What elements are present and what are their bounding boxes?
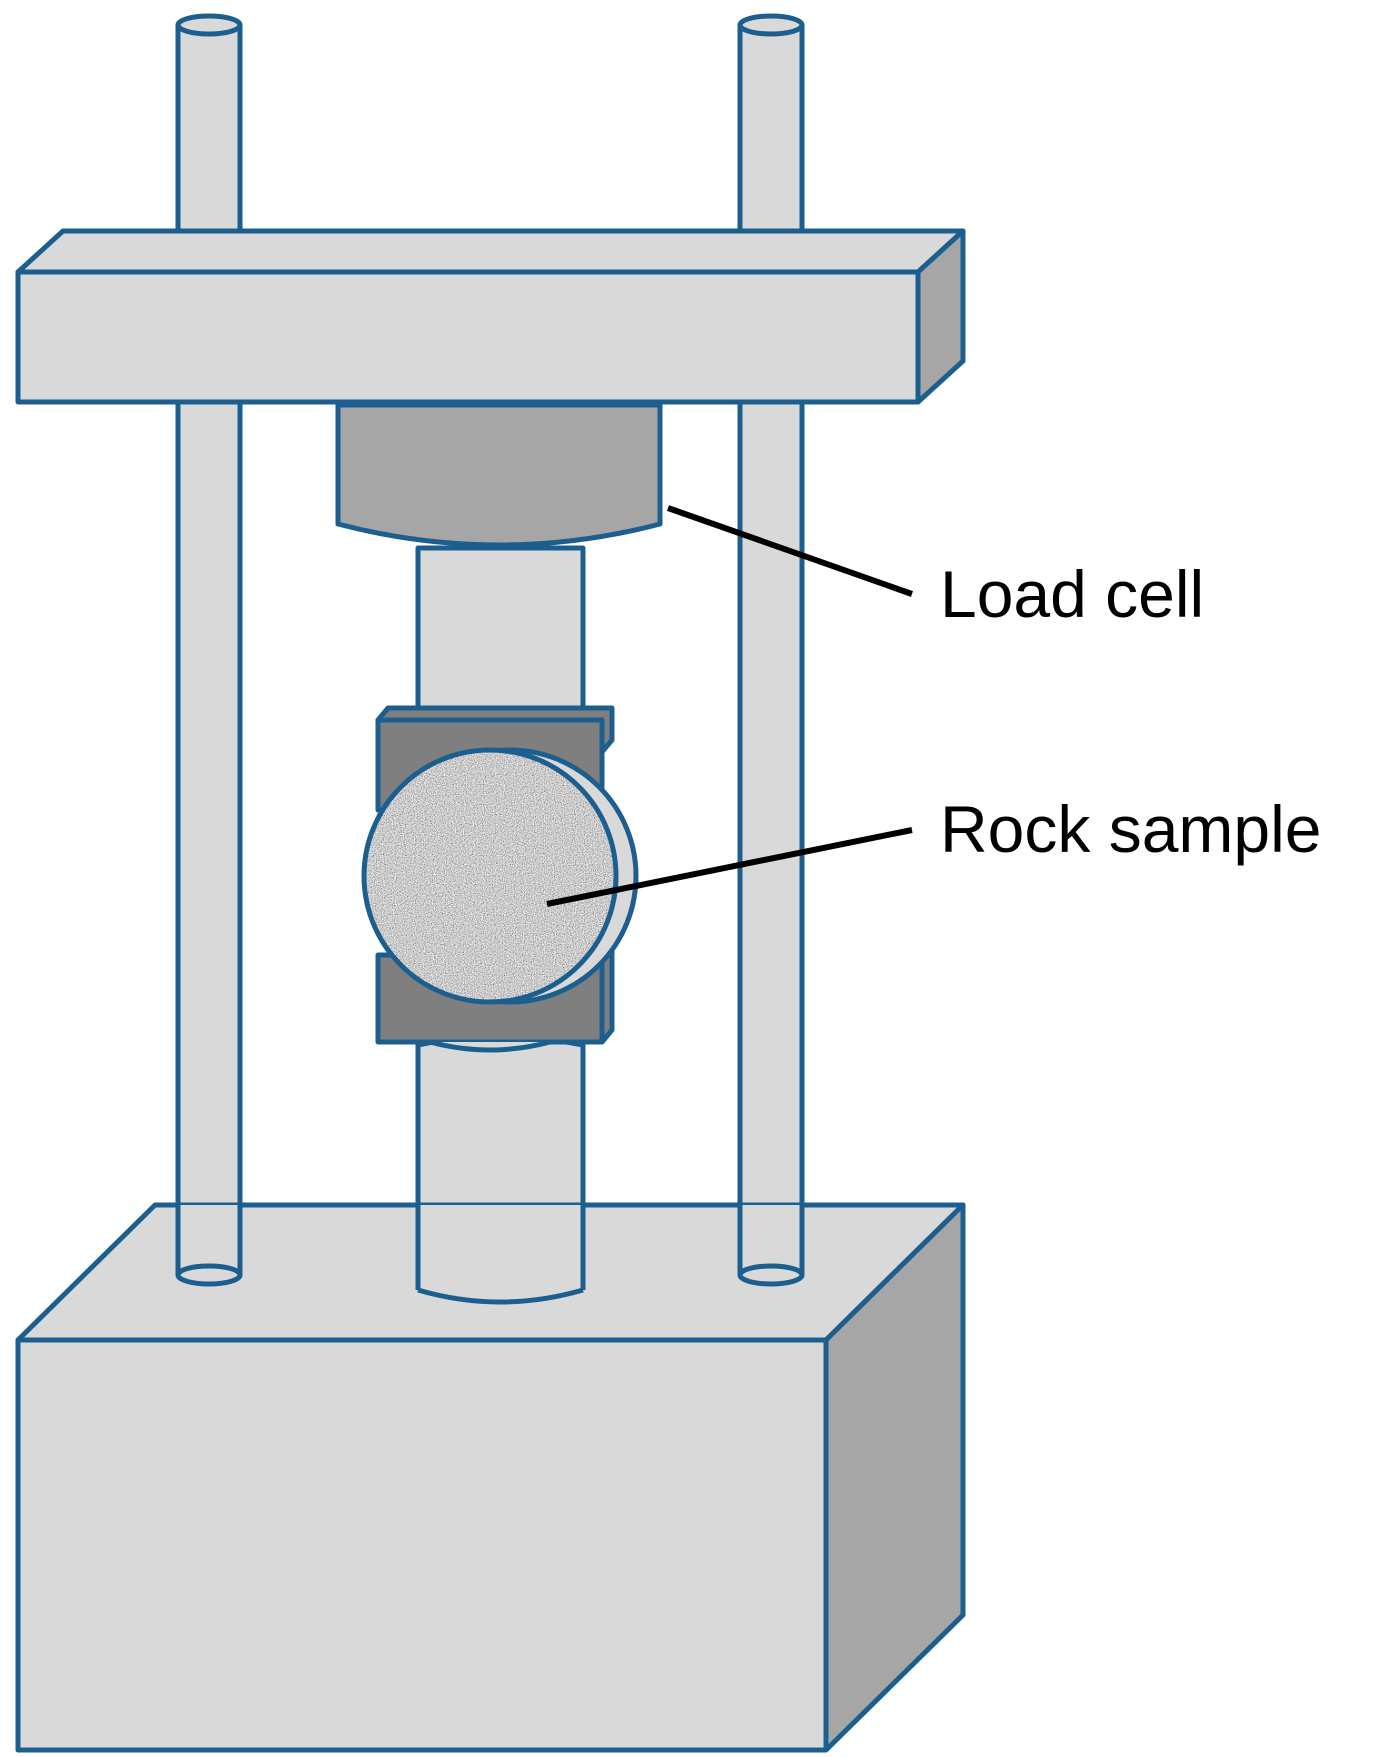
load-cell-leader-line (667, 505, 913, 597)
load-cell (335, 402, 663, 548)
rock-sample (361, 747, 619, 1005)
left-guide-rod-foot (175, 1205, 243, 1287)
rock-sample-leader-line (546, 827, 913, 907)
load-cell-label: Load cell (940, 557, 1204, 631)
right-guide-rod-foot (737, 1205, 805, 1287)
rock-sample-label: Rock sample (940, 792, 1321, 866)
right-guide-rod (737, 397, 805, 1287)
left-guide-rod (175, 397, 243, 1287)
upper-loading-rod (415, 545, 586, 732)
right-guide-rod-top (737, 13, 805, 262)
left-guide-rod-top (175, 13, 243, 262)
crosshead (15, 228, 966, 405)
piston-foot (415, 1205, 586, 1305)
